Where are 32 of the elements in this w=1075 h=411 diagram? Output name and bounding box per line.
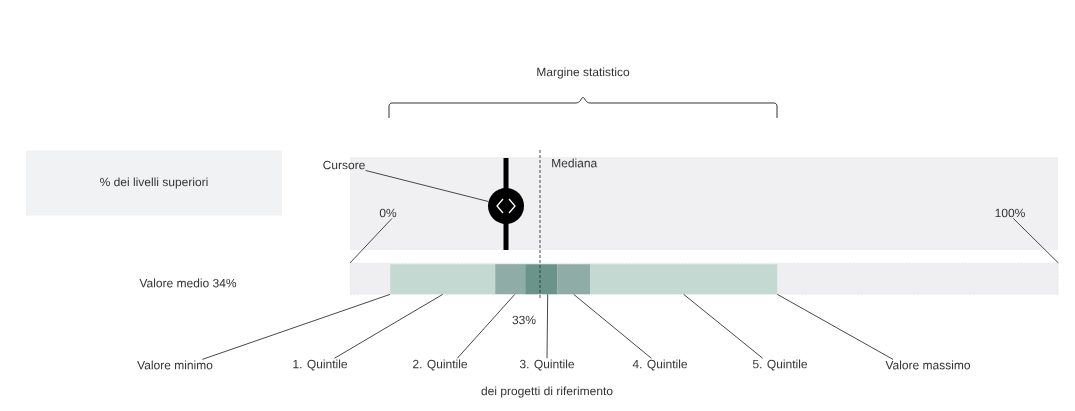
bar-segment (495, 264, 526, 295)
callout-text: Valore minimo (137, 360, 213, 370)
leader-line (776, 293, 894, 360)
slider-knob (488, 158, 524, 250)
heading: Margine statistico (537, 67, 630, 79)
bar-segment (590, 264, 778, 295)
callout-text: Cursore (323, 160, 365, 170)
callout-text: Valore massimo (885, 360, 971, 370)
bar-segment (390, 264, 496, 295)
caption-text: dei progetti di riferimento (481, 386, 613, 398)
leader-line (1012, 218, 1059, 264)
scale-label: 0% (379, 208, 397, 218)
leader-line (456, 293, 516, 359)
row-label: Valore medio 34% (139, 278, 237, 288)
median-label: Mediana (552, 158, 598, 168)
scale-label: 100% (995, 208, 1025, 218)
leader-line (333, 293, 444, 359)
bar-segment (557, 264, 591, 295)
callout-text: 3. Quintile (519, 359, 575, 371)
category-box: % dei livelli superiori (26, 150, 282, 216)
leader-line (349, 218, 393, 264)
callout-text: 2. Quintile (413, 359, 468, 371)
bar-segment (525, 264, 558, 295)
leader-line (201, 293, 391, 360)
leader-line (573, 293, 652, 359)
leader-line (546, 293, 549, 359)
callout-text: 4. Quintile (632, 359, 687, 371)
value-label: 33% (512, 315, 536, 325)
callout-text: 5. Quintile (752, 359, 807, 371)
leader-line (365, 170, 489, 202)
callout-text: 1. Quintile (293, 359, 348, 371)
leader-line (683, 293, 764, 359)
